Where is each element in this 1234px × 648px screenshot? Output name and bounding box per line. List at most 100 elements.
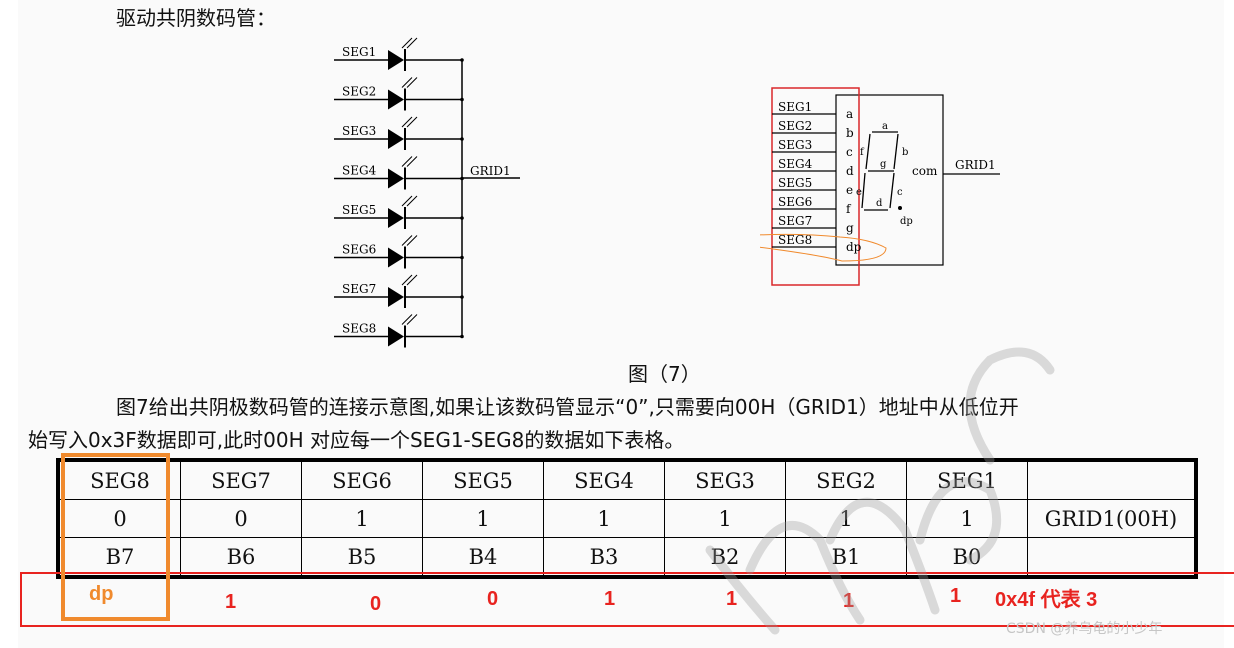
annotation-value: 1 <box>950 585 962 607</box>
pin-row: SEG7 g <box>772 214 854 235</box>
led-diode-icon <box>388 89 404 110</box>
segment-e <box>861 172 866 209</box>
led-diode-icon <box>388 287 404 307</box>
led-diode-icon <box>388 208 404 228</box>
annotation-value: 1 <box>726 588 738 610</box>
led-row: SEG4 <box>334 156 464 190</box>
table-cell: B3 <box>543 537 665 578</box>
orange-scribble <box>760 233 887 262</box>
table-cell: B5 <box>301 537 423 578</box>
led-row: SEG8 <box>334 314 464 348</box>
pin-row: SEG4 d <box>772 157 854 178</box>
table-cell: 1 <box>664 499 786 538</box>
table-cell: B2 <box>664 537 786 578</box>
annotation-value: 0 <box>370 593 382 615</box>
light-emission-icon <box>401 116 418 128</box>
pin-letter: g <box>846 221 854 235</box>
table-cell: SEG7 <box>180 459 302 500</box>
pin-letter: d <box>846 164 854 178</box>
seg-label: SEG4 <box>778 157 813 171</box>
figure-caption: 图（7） <box>628 362 701 386</box>
led-row: SEG7 <box>334 274 464 308</box>
pin-letter: dp <box>846 240 862 254</box>
table-cell: B1 <box>785 537 907 578</box>
annotation-value: 0 <box>487 588 499 610</box>
pin-row: SEG2 b <box>772 119 854 140</box>
table-cell: SEG4 <box>543 459 665 500</box>
seg-label: SEG2 <box>778 119 812 133</box>
section-heading: 驱动共阴数码管： <box>116 6 276 30</box>
junction-dot <box>460 334 464 339</box>
grid1-label: GRID1 <box>955 158 996 172</box>
pin-row: SEG8 dp <box>772 233 862 254</box>
light-emission-icon <box>401 235 418 246</box>
table-cell: 0 <box>57 499 181 538</box>
pin-letter: e <box>846 183 853 197</box>
red-rule-left <box>20 572 22 626</box>
orange-seg8-highlight <box>61 453 170 621</box>
seg-label: SEG8 <box>778 233 812 247</box>
led-row: SEG1 <box>334 37 464 71</box>
paragraph-line-2: 始写入0x3F数据即可,此时00H 对应每一个SEG1-SEG8的数据如下表格。 <box>28 428 685 452</box>
annotation-value: 1 <box>604 588 616 610</box>
led-diode-icon <box>388 129 404 149</box>
segment-glyph <box>861 131 899 211</box>
table-cell: SEG6 <box>301 459 423 500</box>
annotation-value: 1 <box>843 590 855 612</box>
seg-label: SEG7 <box>342 282 376 296</box>
table-value-row: 0 0 1 1 1 1 1 1 GRID1(00H) <box>57 499 1197 538</box>
inner-letter-a: a <box>882 121 888 132</box>
led-row: SEG5 <box>334 195 464 229</box>
table-cell: B4 <box>422 537 544 578</box>
seg-label: SEG7 <box>778 214 812 228</box>
table-cell: SEG8 <box>57 459 181 500</box>
seg-label: SEG2 <box>342 85 376 99</box>
pin-letter: a <box>846 107 853 121</box>
segment-f <box>865 133 871 170</box>
pin-row: SEG6 f <box>772 195 852 216</box>
pin-letter: f <box>846 202 852 216</box>
inner-letter-g: g <box>880 159 887 170</box>
pin-row: SEG5 e <box>772 176 853 197</box>
seg-label: SEG5 <box>778 176 812 190</box>
pin-letter: b <box>846 126 854 140</box>
led-row: SEG2 <box>334 77 464 111</box>
light-emission-icon <box>401 77 418 88</box>
seg-label: SEG6 <box>342 243 376 257</box>
led-diode-icon <box>388 247 404 268</box>
table-bit-row: B7 B6 B5 B4 B3 B2 B1 B0 <box>57 537 1197 578</box>
table-cell: 1 <box>422 499 544 538</box>
led-diode-icon <box>388 168 404 189</box>
inner-letter-f: f <box>860 147 865 158</box>
led-diode-icon <box>388 50 404 70</box>
table-cell: 1 <box>785 499 907 538</box>
highlight-box-seg-pins <box>771 87 860 286</box>
segment-dp-dot <box>898 206 902 210</box>
table-cell: B0 <box>906 537 1028 578</box>
handwritten-strokes <box>705 347 1055 635</box>
annotation-dp: dp <box>89 583 114 605</box>
com-label: com <box>912 164 938 178</box>
seg-label: SEG6 <box>778 195 812 209</box>
display-body <box>835 94 944 266</box>
table-cell: 1 <box>543 499 665 538</box>
seg-bit-table: SEG8 SEG7 SEG6 SEG5 SEG4 SEG3 SEG2 SEG1 … <box>56 458 1198 579</box>
inner-letter-e: e <box>856 187 862 198</box>
segment-b <box>893 133 899 170</box>
table-cell <box>1027 459 1197 500</box>
inner-letter-dp: dp <box>900 216 913 227</box>
inner-letter-c: c <box>897 187 903 198</box>
light-emission-icon <box>401 156 418 167</box>
table-cell: GRID1(00H) <box>1027 499 1197 538</box>
table-cell <box>1027 537 1197 578</box>
table-cell: 1 <box>906 499 1028 538</box>
led-row: SEG3 <box>334 116 464 150</box>
seg-label: SEG3 <box>342 124 376 138</box>
annotation-value: 1 <box>225 591 237 613</box>
light-emission-icon <box>401 37 418 49</box>
led-row: SEG6 <box>334 235 464 269</box>
seg-label: SEG8 <box>342 322 376 336</box>
